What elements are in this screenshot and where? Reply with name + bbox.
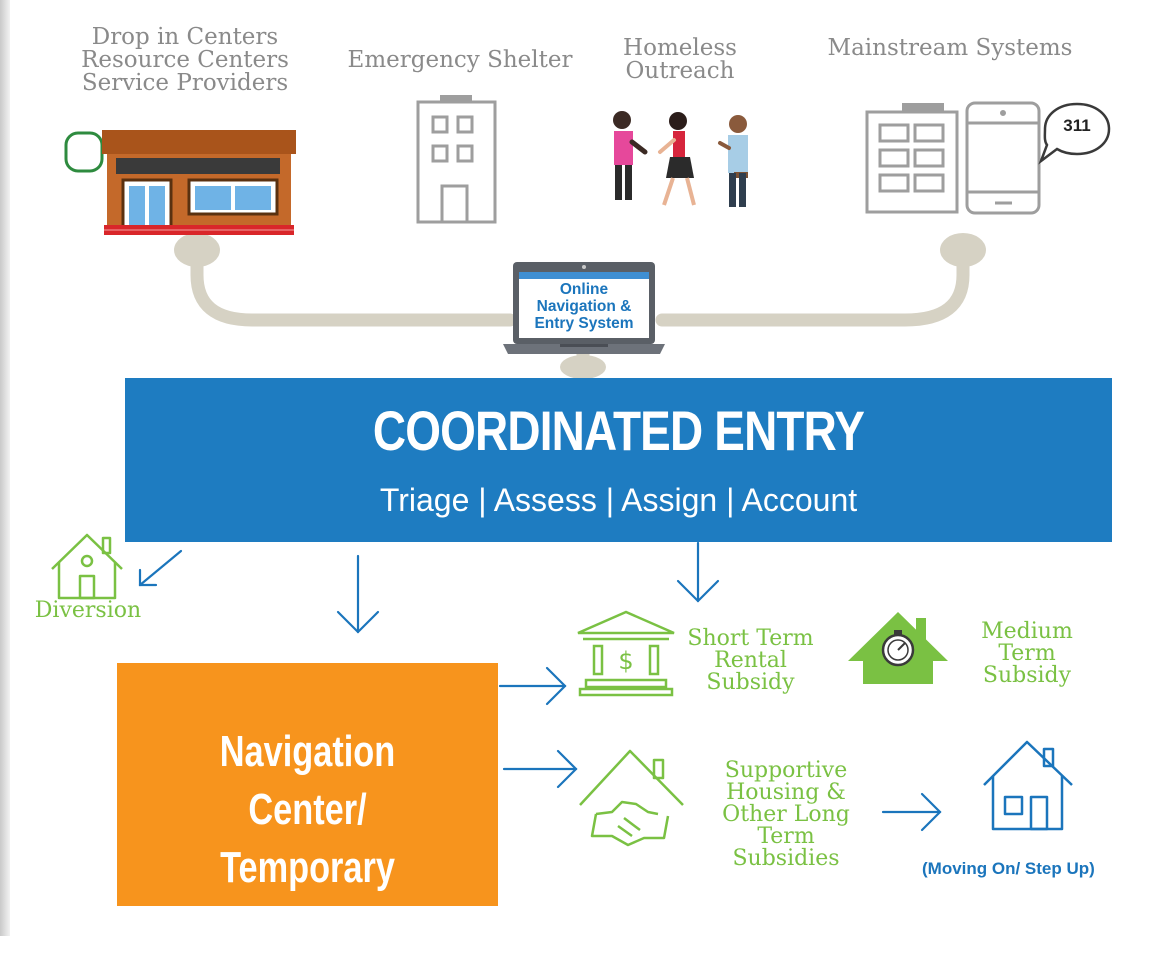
laptop-icon <box>503 262 665 354</box>
moving-on-house-icon <box>983 740 1073 831</box>
short-term-line-2: Rental <box>714 648 787 673</box>
drop-in-line-1: Drop in Centers <box>91 24 279 50</box>
emergency-shelter-label: Emergency Shelter <box>347 47 573 73</box>
dollar-sign-icon: $ <box>618 647 633 675</box>
arrow-to-supportive <box>502 749 578 789</box>
drop-in-centers-label: Drop in Centers Resource Centers Service… <box>60 26 310 95</box>
diversion-house-icon <box>51 533 123 600</box>
arrow-to-outcomes <box>676 541 720 603</box>
navigation-center-line-1: Navigation Center/ <box>219 727 396 834</box>
office-building-icon <box>865 103 959 214</box>
speech-bubble-label: 311 <box>1063 116 1091 135</box>
medium-term-line-2: Term <box>998 641 1056 666</box>
drop-in-line-3: Service Providers <box>81 70 289 96</box>
bank-icon <box>577 610 675 697</box>
supportive-line-5: Subsidies <box>732 846 840 871</box>
navigation-center-label: Navigation Center/ Temporary Housing <box>159 723 456 955</box>
coordinated-entry-title: COORDINATED ENTRY <box>372 399 865 462</box>
laptop-line-2: Navigation & <box>536 298 632 315</box>
arrow-to-navigation-center <box>336 554 380 634</box>
laptop-line-1: Online <box>559 281 609 298</box>
navigation-center-box: Navigation Center/ Temporary Housing <box>117 663 498 950</box>
supportive-line-1: Supportive <box>724 758 848 783</box>
diversion-label: Diversion <box>34 598 142 623</box>
arrow-to-diversion <box>138 549 183 587</box>
supportive-line-3: Other Long <box>722 802 850 827</box>
coordinated-entry-banner: COORDINATED ENTRY Triage | Assess | Assi… <box>125 378 1112 542</box>
laptop-connector-plug <box>560 355 606 379</box>
homeless-outreach-label: Homeless Outreach <box>590 37 770 83</box>
supportive-housing-label: Supportive Housing & Other Long Term Sub… <box>706 760 866 870</box>
laptop-line-3: Entry System <box>534 315 634 332</box>
laptop-screen-label: Online Navigation & Entry System <box>521 281 647 332</box>
supportive-line-4: Term <box>757 824 815 849</box>
shelter-building-icon <box>416 95 497 224</box>
medium-term-subsidy-label: Medium Term Subsidy <box>962 621 1092 687</box>
navigation-center-line-2: Temporary Housing <box>220 843 395 950</box>
stopwatch-house-icon <box>848 612 948 684</box>
speech-bubble-icon <box>1038 102 1111 165</box>
outreach-line-2: Outreach <box>625 58 735 84</box>
moving-on-step-up-label: (Moving On/ Step Up) <box>922 859 1095 878</box>
medium-term-line-3: Subsidy <box>982 663 1072 688</box>
arrow-to-short-term <box>498 666 567 706</box>
left-connector-plug <box>174 233 220 267</box>
drop-in-line-2: Resource Centers <box>81 47 289 73</box>
coordinated-entry-subtitle: Triage | Assess | Assign | Account <box>379 482 858 518</box>
right-connector-plug <box>940 233 986 267</box>
short-term-line-1: Short Term <box>687 626 814 651</box>
supportive-line-2: Housing & <box>726 780 846 805</box>
mainstream-systems-label: Mainstream Systems <box>827 35 1073 61</box>
handshake-house-icon <box>579 749 684 847</box>
flow-arrows <box>138 541 942 832</box>
short-term-rental-subsidy-label: Short Term Rental Subsidy <box>678 628 823 694</box>
storefront-icon <box>64 130 296 235</box>
outreach-people-icon <box>613 111 748 207</box>
short-term-line-3: Subsidy <box>706 670 795 695</box>
mobile-phone-icon <box>965 101 1041 215</box>
outreach-line-1: Homeless <box>623 35 737 61</box>
arrow-to-moving-on <box>881 792 942 832</box>
medium-term-line-1: Medium <box>981 619 1073 644</box>
page-edge-shade <box>0 0 10 936</box>
